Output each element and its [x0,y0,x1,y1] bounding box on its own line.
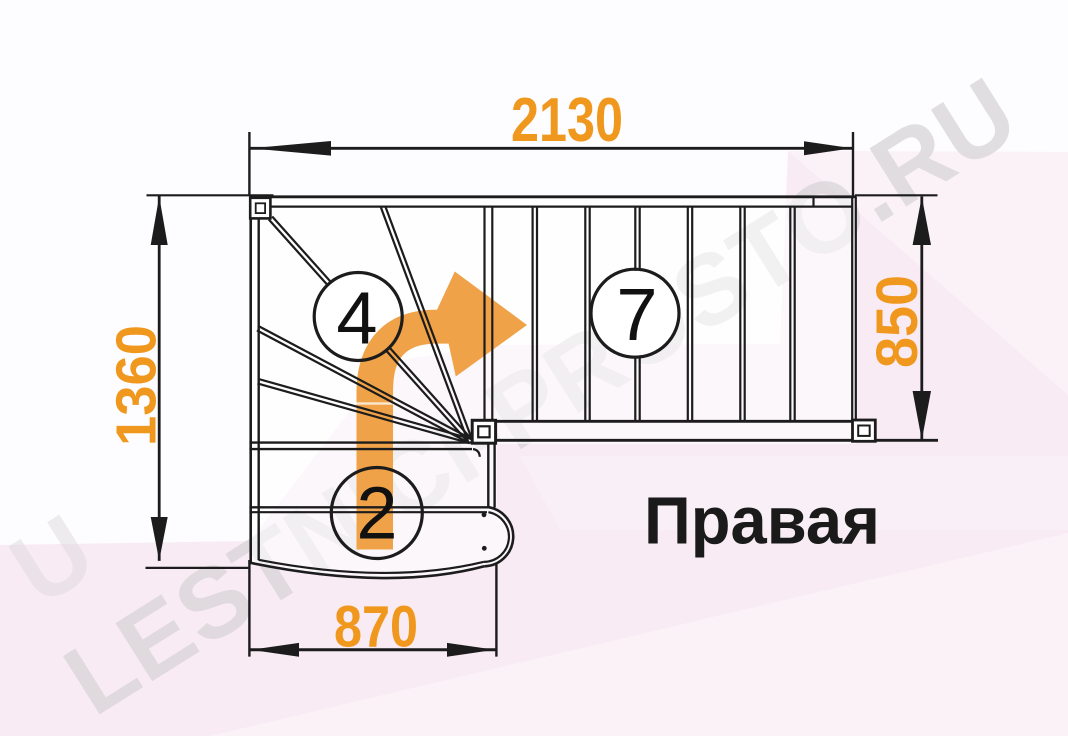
svg-text:Правая: Правая [644,484,880,559]
svg-text:870: 870 [334,595,418,660]
svg-text:2130: 2130 [511,86,623,155]
svg-text:1360: 1360 [105,325,169,446]
svg-text:2: 2 [356,472,397,555]
svg-text:7: 7 [616,273,657,356]
svg-text:4: 4 [336,277,377,360]
svg-text:850: 850 [865,275,930,368]
